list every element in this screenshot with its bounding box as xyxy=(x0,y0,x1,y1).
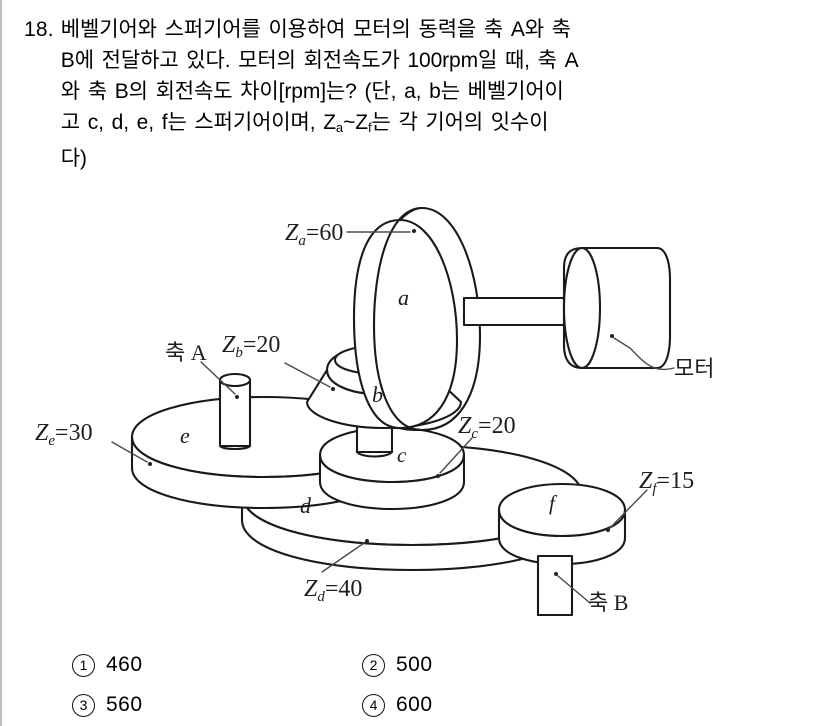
leader-dot-motor xyxy=(610,334,614,338)
label-zc-value: =20 xyxy=(478,413,516,439)
question-line-5: 다) xyxy=(60,147,87,170)
leader-zb xyxy=(284,362,331,388)
label-zf-value: =15 xyxy=(657,468,695,494)
label-zd: Zd=40 xyxy=(304,576,362,605)
gear-c-label: c xyxy=(397,443,407,467)
question-line-4-mid: ~Z xyxy=(343,111,368,134)
choice-2-marker: 2 xyxy=(362,653,385,677)
label-ze: Ze=30 xyxy=(35,420,93,449)
choice-1-marker: 1 xyxy=(72,653,95,677)
question-text: 베벨기어와 스퍼기어를 이용하여 모터의 동력을 축 A와 축 B에 전달하고 … xyxy=(61,14,764,174)
svg-text:Za=60: Za=60 xyxy=(285,220,343,249)
label-zf-subscript: f xyxy=(652,481,658,497)
choice-4[interactable]: 4 600 xyxy=(362,693,652,717)
label-zd-symbol: Z xyxy=(304,576,318,602)
choice-row-2: 3 560 4 600 xyxy=(72,685,772,725)
shaft-a-shape xyxy=(218,372,252,451)
shaft-b-label: 축 B xyxy=(588,590,628,615)
subscript-a: a xyxy=(335,120,344,135)
leader-dot-shaft-a xyxy=(235,395,239,399)
label-ze-symbol: Z xyxy=(35,420,49,446)
subscript-f: f xyxy=(367,120,372,135)
label-zc-symbol: Z xyxy=(458,413,472,439)
choice-1[interactable]: 1 460 xyxy=(72,653,362,677)
gear-train-diagram: a b c d e f xyxy=(2,190,826,630)
choice-3-text: 560 xyxy=(106,693,143,716)
choice-4-text: 600 xyxy=(396,693,433,716)
label-za: Za=60 xyxy=(285,220,343,249)
leader-ze xyxy=(111,441,148,463)
answer-choices: 1 460 2 500 3 560 4 600 xyxy=(72,645,772,725)
leader-shaft-a xyxy=(200,361,236,395)
leader-motor xyxy=(613,337,675,371)
leader-dot-zd xyxy=(365,539,369,543)
choice-2-text: 500 xyxy=(396,653,433,676)
choice-2[interactable]: 2 500 xyxy=(362,653,652,677)
leader-dot-shaft-b xyxy=(554,572,558,576)
choice-row-1: 1 460 2 500 xyxy=(72,645,772,685)
label-ze-subscript: e xyxy=(48,433,55,449)
label-zb: Zb=20 xyxy=(222,332,280,361)
motor-label: 모터 xyxy=(674,356,714,381)
choice-1-text: 460 xyxy=(106,653,143,676)
label-zd-value: =40 xyxy=(325,576,363,602)
leader-dot-za xyxy=(412,229,416,233)
label-zc: Zc=20 xyxy=(458,413,516,442)
question-number: 18. xyxy=(24,18,54,41)
label-zf: Zf=15 xyxy=(639,468,694,497)
gear-f-shape xyxy=(497,482,627,566)
question-row: 18. 베벨기어와 스퍼기어를 이용하여 모터의 동력을 축 A와 축 B에 전… xyxy=(24,14,764,174)
question-line-4-pre: 고 c, d, e, f는 스퍼기어이며, Z xyxy=(60,111,336,134)
question-line-4: 고 c, d, e, f는 스퍼기어이며, Za~Zf는 각 기어의 잇수이 xyxy=(61,107,764,143)
svg-text:Ze=30: Ze=30 xyxy=(35,420,93,449)
leader-dot-ze xyxy=(148,462,152,466)
label-zb-symbol: Z xyxy=(222,332,236,358)
question-block: 18. 베벨기어와 스퍼기어를 이용하여 모터의 동력을 축 A와 축 B에 전… xyxy=(24,14,764,174)
leader-dot-zb xyxy=(331,387,335,391)
motor-shaft-shape xyxy=(462,296,566,327)
shaft-b-shape xyxy=(536,554,574,617)
bevel-gear-a-shape xyxy=(352,206,482,432)
question-line-4-post: 는 각 기어의 잇수이 xyxy=(371,111,549,134)
label-ze-value: =30 xyxy=(55,420,93,446)
leader-dot-zc xyxy=(436,474,440,478)
gear-d-label: d xyxy=(300,493,312,518)
leader-dot-zf xyxy=(606,528,610,532)
leader-zc xyxy=(439,437,473,474)
label-zb-value: =20 xyxy=(243,332,281,358)
motor-shape xyxy=(562,246,672,370)
choice-4-marker: 4 xyxy=(362,693,385,717)
svg-text:Zd=40: Zd=40 xyxy=(304,576,362,605)
svg-text:Zf=15: Zf=15 xyxy=(639,468,694,497)
shaft-a-label: 축 A xyxy=(165,340,207,365)
leader-zd xyxy=(321,542,365,573)
label-zc-subscript: c xyxy=(471,426,478,442)
svg-text:Zc=20: Zc=20 xyxy=(458,413,516,442)
leader-shaft-b xyxy=(557,575,591,604)
choice-3-marker: 3 xyxy=(72,693,95,717)
label-za-value: =60 xyxy=(306,220,344,246)
svg-text:Zb=20: Zb=20 xyxy=(222,332,280,361)
leader-zf xyxy=(609,489,648,529)
question-line-2: B에 전달하고 있다. 모터의 회전속도가 100rpm일 때, 축 A xyxy=(60,49,579,72)
choice-3[interactable]: 3 560 xyxy=(72,693,362,717)
label-za-symbol: Z xyxy=(285,220,299,246)
label-zf-symbol: Z xyxy=(639,468,653,494)
label-za-subscript: a xyxy=(298,233,306,249)
gear-b-label: b xyxy=(372,382,383,407)
question-line-3: 와 축 B의 회전속도 차이[rpm]는? (단, a, b는 베벨기어이 xyxy=(60,80,564,103)
gear-e-label: e xyxy=(180,423,190,448)
gear-a-label: a xyxy=(398,285,409,310)
gear-f-label: f xyxy=(549,491,558,515)
question-line-1: 베벨기어와 스퍼기어를 이용하여 모터의 동력을 축 A와 축 xyxy=(60,18,571,41)
label-zb-subscript: b xyxy=(235,345,243,361)
label-zd-subscript: d xyxy=(317,589,325,605)
